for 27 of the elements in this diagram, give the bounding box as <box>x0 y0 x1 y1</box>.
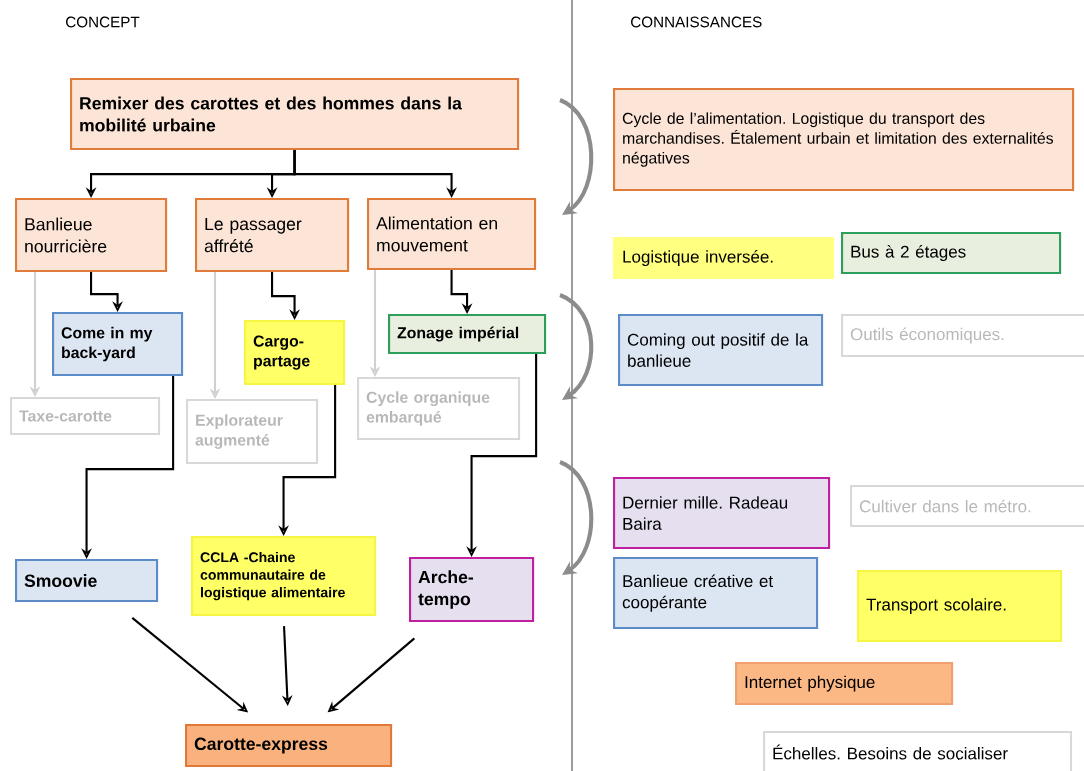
knowledge-box: Dernier mille. Radeau Baira <box>613 477 831 550</box>
knowledge-box: Bus à 2 étages <box>841 232 1062 275</box>
faded-box: Cycle organique embarqué <box>357 377 521 441</box>
faded-box: Outils économiques. <box>841 314 1084 358</box>
knowledge-box: Banlieue créative et coopérante <box>613 557 819 630</box>
concept-box: Cargo-partage <box>244 320 346 386</box>
concept-box: Alimentation en mouvement <box>367 198 537 271</box>
concept-box: Arche-tempo <box>409 557 535 623</box>
knowledge-box: Internet physique <box>735 662 954 706</box>
knowledge-box: Échelles. Besoins de socialiser <box>763 731 1073 771</box>
result-box: Carotte-express <box>185 724 393 768</box>
concept-box: Le passager affrété <box>195 198 350 273</box>
knowledge-box: Coming out positif de la banlieue <box>618 314 824 387</box>
knowledge-box: Cycle de l’alimentation. Logistique du transport des marchandises. Étalement urbain et limitation des externalités négatives <box>613 88 1075 192</box>
section-heading: CONCEPT <box>66 16 140 28</box>
knowledge-box: Logistique inversée. <box>613 237 835 280</box>
faded-box: Cultiver dans le métro. <box>850 485 1084 528</box>
knowledge-box: Transport scolaire. <box>857 570 1063 643</box>
concept-box: Smoovie <box>15 559 159 603</box>
concept-box: Banlieue nourricière <box>15 198 168 273</box>
faded-box: Explorateur augmenté <box>186 399 319 465</box>
concept-box: Zonage impérial <box>388 314 547 355</box>
faded-box: Taxe-carotte <box>10 397 161 436</box>
concept-box: Come in my back-yard <box>52 312 184 377</box>
concept-box: CCLA -Chaine communautaire de logistique alimentaire <box>191 536 377 617</box>
concept-box: Remixer des carottes et des hommes dans la mobilité urbaine <box>70 78 520 151</box>
section-heading: CONNAISSANCES <box>631 16 762 28</box>
